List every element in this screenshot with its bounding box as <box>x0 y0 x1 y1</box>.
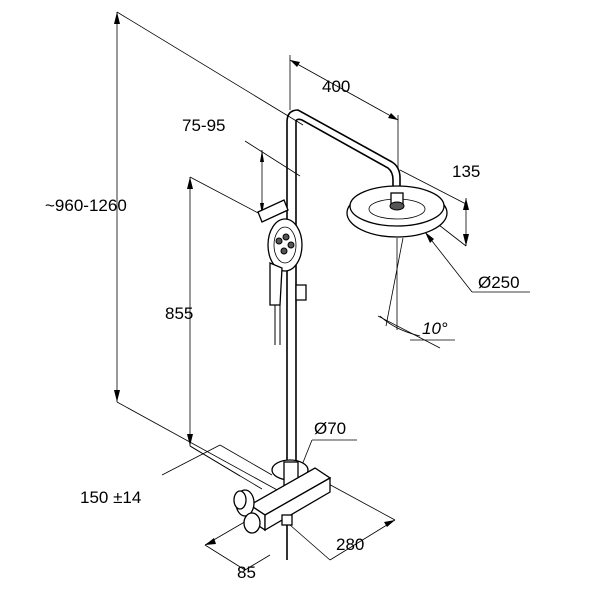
head-angle-dimension <box>377 237 455 349</box>
bar-diameter-label: Ø70 <box>314 419 346 438</box>
hand-shower <box>267 218 303 345</box>
head-diameter-leader <box>424 231 530 293</box>
head-angle-label: 10° <box>422 319 448 338</box>
head-height-label: 135 <box>452 162 480 181</box>
wall-depth-dimension <box>289 481 396 561</box>
thermostat-depth-dimension <box>204 519 271 571</box>
thermostat-mixer <box>233 467 332 534</box>
wall-depth-label: 280 <box>336 535 364 554</box>
arm-length-dimension <box>289 55 399 170</box>
head-diameter-label: Ø250 <box>478 273 520 292</box>
connection-centres-label: 150 ±14 <box>80 488 141 507</box>
hand-shower-range-label: 75-95 <box>182 116 225 135</box>
bar-height-dimension <box>187 176 263 490</box>
hand-shower-range-dimension <box>244 140 301 215</box>
total-height-dimension <box>114 11 304 498</box>
bar-height-label: 855 <box>165 304 193 323</box>
connection-centres-dimension <box>161 444 273 477</box>
arm-length-label: 400 <box>322 77 350 96</box>
total-height-label: ~960-1260 <box>45 196 127 215</box>
thermostat-depth-label: 85 <box>237 563 256 582</box>
hand-shower-holder <box>257 199 307 301</box>
head-shower <box>346 185 448 238</box>
bar-diameter-leader <box>299 439 357 471</box>
overhead-arm <box>286 109 401 195</box>
